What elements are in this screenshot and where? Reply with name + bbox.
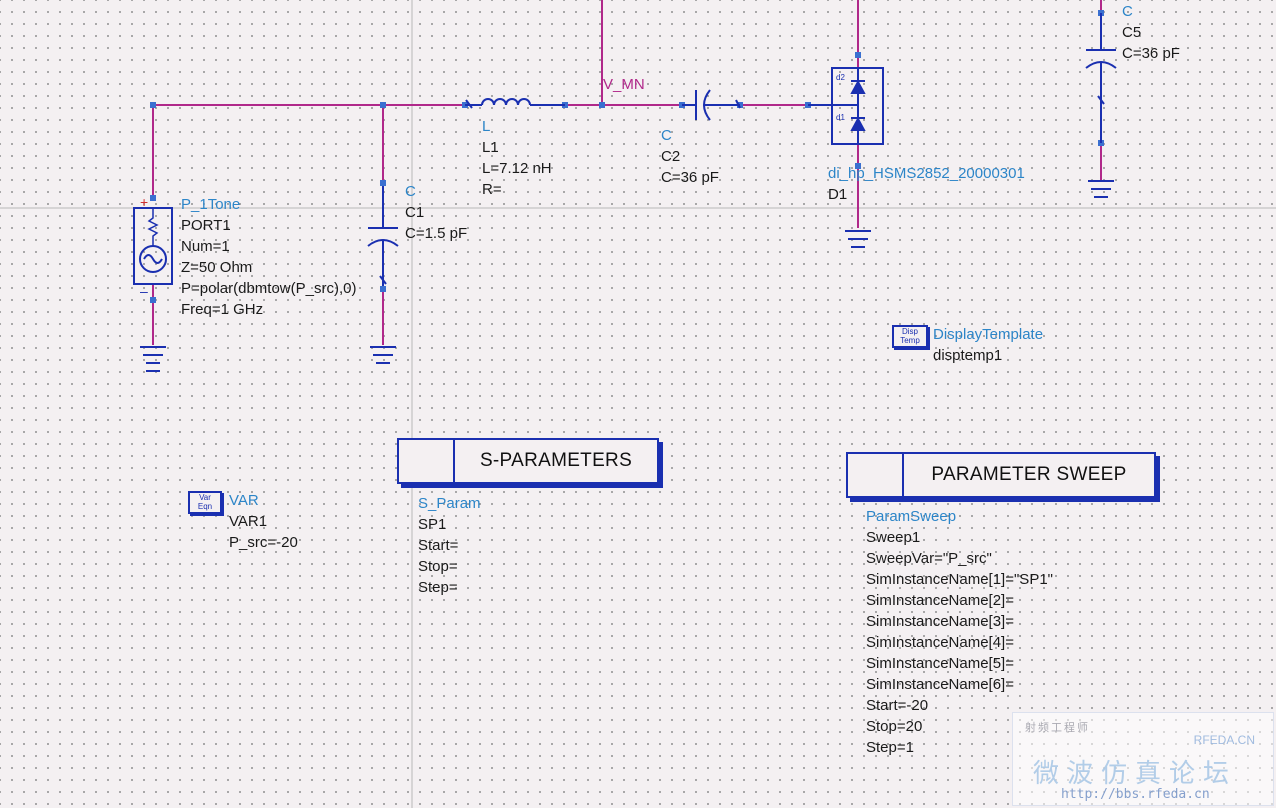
param-sweep-param: SimInstanceName[3]=: [866, 613, 1014, 630]
display-template-name: disptemp1: [933, 347, 1003, 364]
display-template-icon[interactable]: Disp Temp: [892, 325, 928, 348]
port1-name: PORT1: [181, 217, 231, 234]
var-param: P_src=-20: [229, 534, 298, 551]
port-minus-sign: –: [140, 283, 148, 299]
c1-label[interactable]: C C1 C=1.5 pF: [405, 181, 467, 244]
port-plus-sign: +: [140, 194, 148, 210]
port1-type: P_1Tone: [181, 196, 241, 213]
c2-label[interactable]: C C2 C=36 pF: [661, 125, 719, 188]
param-sweep-param: SimInstanceName[5]=: [866, 655, 1014, 672]
s-params-param: Step=: [418, 579, 458, 596]
l1-label[interactable]: L L1 L=7.12 nH R=: [482, 116, 552, 200]
ground-symbols: [140, 180, 1114, 372]
parameter-sweep-controller[interactable]: PARAMETER SWEEP: [846, 452, 1156, 498]
var-label[interactable]: VAR VAR1 P_src=-20: [229, 490, 298, 553]
param-sweep-param: Stop=20: [866, 718, 923, 735]
disp-icon-text: Disp: [901, 327, 918, 336]
param-sweep-name: Sweep1: [866, 529, 921, 546]
forum-watermark: 射频工程师 RFEDA.CN 微波仿真论坛 http://bbs.rfeda.c…: [1012, 712, 1274, 806]
port1-param: P=polar(dbmtow(P_src),0): [181, 280, 357, 297]
var-eqn-icon[interactable]: Var Eqn: [188, 491, 222, 514]
c1-name: C1: [405, 204, 425, 221]
s-params-name: SP1: [418, 516, 447, 533]
diode-d1-symbol[interactable]: [808, 67, 884, 145]
s-params-icon-cell: [399, 440, 455, 482]
l1-param: R=: [482, 181, 502, 198]
c1-param: C=1.5 pF: [405, 225, 468, 242]
port1-param: Freq=1 GHz: [181, 301, 264, 318]
s-params-param: Stop=: [418, 558, 458, 575]
capacitor-c1-symbol[interactable]: [367, 186, 399, 286]
c5-param: C=36 pF: [1122, 45, 1180, 62]
inductor-l1-symbol[interactable]: [465, 98, 565, 109]
c2-param: C=36 pF: [661, 169, 719, 186]
s-params-label[interactable]: S_Param SP1 Start= Stop= Step=: [418, 493, 481, 598]
param-sweep-type: ParamSweep: [866, 508, 957, 525]
watermark-url: http://bbs.rfeda.cn: [1061, 787, 1210, 802]
diode-pin-d2: d2: [836, 73, 845, 82]
diode-pin-d1: d1: [836, 113, 845, 122]
var-name: VAR1: [229, 513, 268, 530]
capacitor-c2-symbol[interactable]: [682, 89, 741, 121]
var-icon-text: Var: [199, 493, 211, 502]
capacitor-c5-symbol[interactable]: [1085, 13, 1117, 143]
port1-param: Num=1: [181, 238, 230, 255]
watermark-line3: 微波仿真论坛: [1033, 759, 1238, 789]
port-source-symbol[interactable]: [133, 207, 173, 285]
watermark-line2: RFEDA.CN: [1193, 733, 1255, 747]
param-sweep-param: SimInstanceName[2]=: [866, 592, 1014, 609]
param-sweep-label[interactable]: ParamSweep Sweep1 SweepVar="P_src" SimIn…: [866, 506, 1053, 758]
param-sweep-param: SimInstanceName[1]="SP1": [866, 571, 1053, 588]
l1-type: L: [482, 118, 491, 135]
param-sweep-param: SimInstanceName[6]=: [866, 676, 1014, 693]
l1-param: L=7.12 nH: [482, 160, 552, 177]
eqn-icon-text: Eqn: [197, 502, 213, 511]
param-sweep-param: Step=1: [866, 739, 914, 756]
net-label-v-mn[interactable]: V_MN: [603, 76, 645, 93]
s-params-type: S_Param: [418, 495, 481, 512]
port1-label[interactable]: P_1Tone PORT1 Num=1 Z=50 Ohm P=polar(dbm…: [181, 194, 356, 320]
d1-label[interactable]: di_hp_HSMS2852_20000301 D1: [828, 163, 1025, 205]
param-sweep-icon-cell: [848, 454, 904, 496]
display-template-label[interactable]: DisplayTemplate disptemp1: [933, 324, 1043, 366]
param-sweep-param: SweepVar="P_src": [866, 550, 992, 567]
c2-type: C: [661, 127, 672, 144]
c5-type: C: [1122, 3, 1133, 20]
var-type: VAR: [229, 492, 259, 509]
l1-name: L1: [482, 139, 499, 156]
param-sweep-param: SimInstanceName[4]=: [866, 634, 1014, 651]
param-sweep-param: Start=-20: [866, 697, 929, 714]
c5-label[interactable]: C C5 C=36 pF: [1122, 1, 1180, 64]
display-template-type: DisplayTemplate: [933, 326, 1044, 343]
s-params-param: Start=: [418, 537, 459, 554]
c1-type: C: [405, 183, 416, 200]
temp-icon-text: Temp: [900, 336, 920, 345]
d1-type: di_hp_HSMS2852_20000301: [828, 165, 1025, 182]
port1-param: Z=50 Ohm: [181, 259, 253, 276]
c5-name: C5: [1122, 24, 1142, 41]
s-params-title: S-PARAMETERS: [479, 450, 633, 471]
watermark-line1: 射频工程师: [1025, 722, 1090, 734]
s-parameters-controller[interactable]: S-PARAMETERS: [397, 438, 659, 484]
param-sweep-title: PARAMETER SWEEP: [931, 464, 1127, 485]
c2-name: C2: [661, 148, 681, 165]
d1-name: D1: [828, 186, 848, 203]
